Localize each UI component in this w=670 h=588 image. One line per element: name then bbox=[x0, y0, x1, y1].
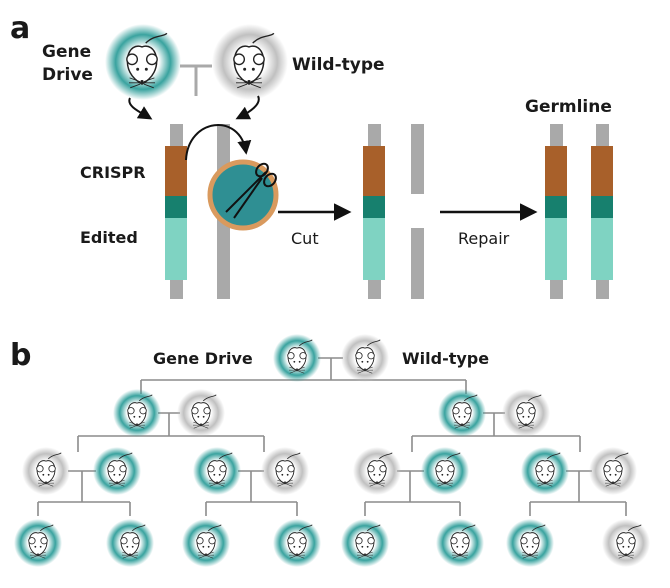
cut-label: Cut bbox=[291, 229, 319, 248]
gene-drive-mouse bbox=[506, 519, 554, 567]
gene-drive-mouse bbox=[521, 447, 569, 495]
wild-type-label-b: Wild-type bbox=[402, 349, 489, 368]
gene-drive-mouse bbox=[438, 389, 486, 437]
wild-type-mouse bbox=[177, 389, 225, 437]
gene-drive-mouse bbox=[193, 447, 241, 495]
gene-drive-mouse bbox=[14, 519, 62, 567]
wild-type-mouse bbox=[502, 389, 550, 437]
crispr-label: CRISPR bbox=[80, 163, 146, 182]
pedigree-lines bbox=[37, 357, 627, 516]
gene-drive-mouse bbox=[106, 519, 154, 567]
cas9-complex bbox=[207, 159, 279, 231]
wild-type-mouse bbox=[589, 447, 637, 495]
germline-label: Germline bbox=[525, 97, 612, 117]
scissors-icon bbox=[225, 162, 277, 219]
wild-type-mouse bbox=[602, 519, 650, 567]
wild-type-label: Wild-type bbox=[292, 55, 385, 75]
broken-chromosome bbox=[411, 124, 424, 299]
gene-drive-parent bbox=[105, 24, 181, 100]
gene-drive-mouse bbox=[273, 519, 321, 567]
pedigree-tree bbox=[14, 334, 650, 567]
gene-drive-mouse bbox=[113, 389, 161, 437]
gene-drive-label-line2: Drive bbox=[42, 65, 93, 85]
arrow-icon bbox=[128, 97, 153, 120]
mating-connector bbox=[180, 64, 212, 96]
cut-stage-chromosome bbox=[363, 124, 385, 299]
arrow-icon bbox=[235, 95, 260, 120]
wild-type-mouse bbox=[261, 447, 309, 495]
edited-label: Edited bbox=[80, 228, 138, 247]
germline-chromosome-1 bbox=[545, 124, 567, 299]
wild-type-mouse bbox=[341, 334, 389, 382]
panel-b-letter: b bbox=[10, 338, 31, 373]
gene-drive-mouse bbox=[421, 447, 469, 495]
gene-drive-mouse bbox=[273, 334, 321, 382]
repair-label: Repair bbox=[458, 229, 510, 248]
wild-type-mouse bbox=[22, 447, 70, 495]
gene-drive-label: Gene Drive bbox=[153, 349, 253, 368]
germline-chromosome-2 bbox=[591, 124, 613, 299]
gene-drive-label-line1: Gene bbox=[42, 42, 91, 62]
arrow-icon bbox=[185, 124, 252, 161]
gene-drive-chromosome bbox=[165, 124, 187, 299]
panel-a-letter: a bbox=[10, 11, 30, 46]
wild-type-parent bbox=[212, 24, 288, 100]
wild-type-mouse bbox=[353, 447, 401, 495]
gene-drive-mouse bbox=[341, 519, 389, 567]
gene-drive-mouse bbox=[93, 447, 141, 495]
gene-drive-mouse bbox=[182, 519, 230, 567]
gene-drive-mouse bbox=[436, 519, 484, 567]
